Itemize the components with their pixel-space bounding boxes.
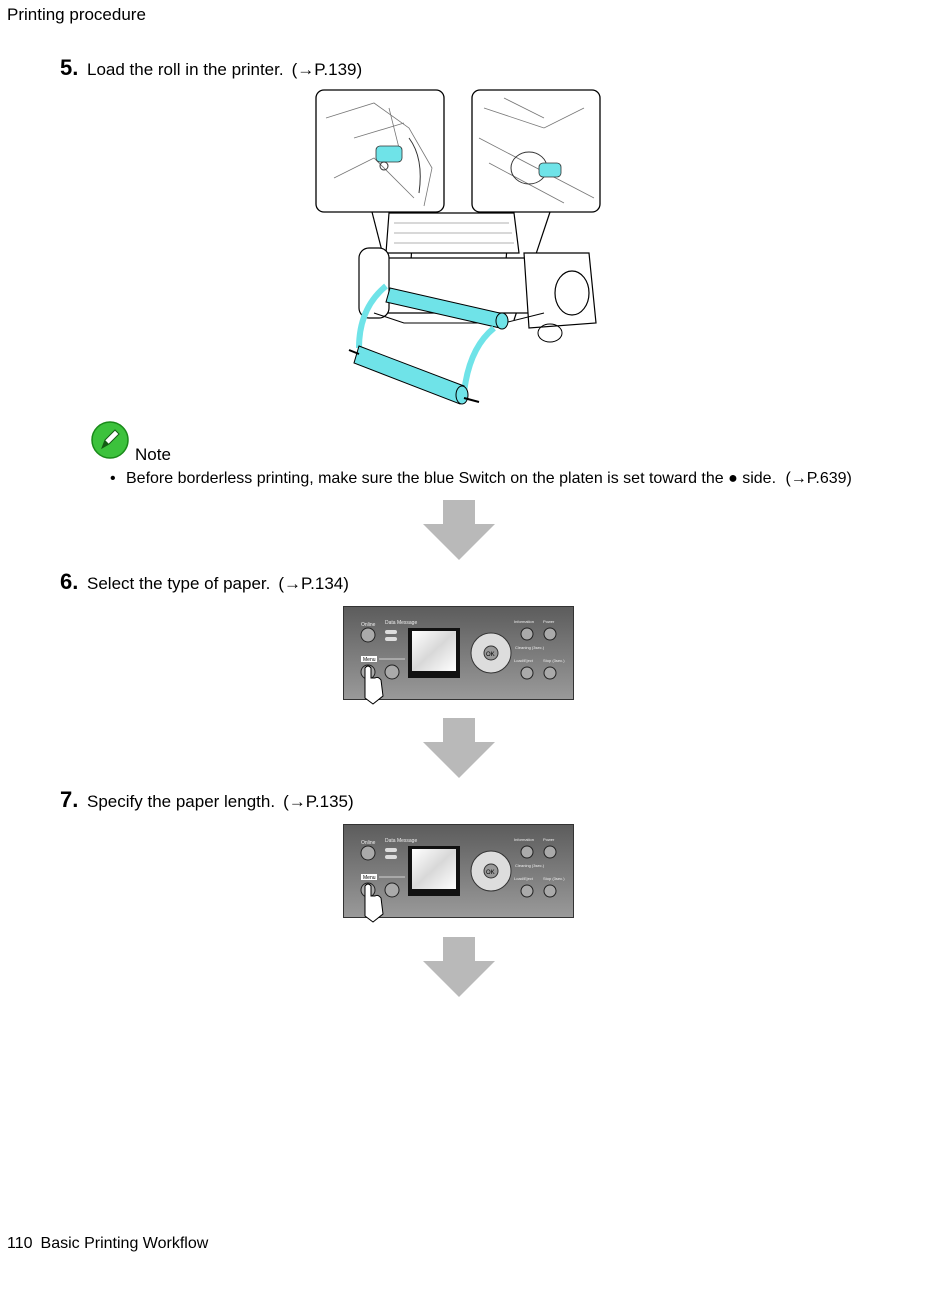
power-label: Power	[543, 837, 555, 842]
menu-label-box	[361, 874, 377, 880]
page-footer: 110 Basic Printing Workflow	[7, 1235, 208, 1253]
power-button[interactable]	[543, 845, 557, 859]
page-reference-link[interactable]: (→P.135)	[283, 792, 354, 811]
ok-button[interactable]	[483, 863, 499, 879]
information-button[interactable]	[520, 627, 534, 641]
note-label: Note	[135, 445, 171, 464]
page-reference-link[interactable]: (→P.134)	[278, 574, 349, 593]
note-text: Before borderless printing, make sure th…	[126, 470, 777, 487]
load-eject-label: Load/Eject	[514, 876, 534, 881]
page-number: 110	[7, 1235, 33, 1252]
step-6: 6. Select the type of paper. (→P.134)	[60, 569, 349, 595]
down-arrow-icon	[423, 500, 495, 560]
step-7: 7. Specify the paper length. (→P.135)	[60, 787, 354, 813]
load-eject-label: Load/Eject	[514, 658, 534, 663]
hand-pointer-icon	[364, 665, 384, 705]
information-label: Information	[514, 837, 534, 842]
data-message-label: Data Message	[385, 838, 417, 844]
hand-pointer-icon	[364, 883, 384, 923]
down-arrow-icon	[423, 718, 495, 778]
power-label: Power	[543, 619, 555, 624]
load-eject-button[interactable]	[520, 666, 534, 680]
ok-label: OK	[486, 870, 495, 876]
pencil-note-icon	[91, 421, 129, 459]
control-panel-illustration: Online Data Message Menu OK Information …	[343, 824, 574, 923]
information-button[interactable]	[520, 845, 534, 859]
menu-label: Menu	[363, 657, 376, 663]
menu-label-box	[361, 656, 377, 662]
page-header: Printing procedure	[7, 5, 146, 24]
control-panel-illustration: Online Data Message Menu OK Information …	[343, 606, 574, 705]
information-label: Information	[514, 619, 534, 624]
data-message-label: Data Message	[385, 620, 417, 626]
menu-label: Menu	[363, 875, 376, 881]
stop-label: Stop (3sec.)	[543, 658, 565, 663]
online-label: Online	[361, 840, 376, 846]
online-label: Online	[361, 622, 376, 628]
step-text: Specify the paper length.	[87, 792, 276, 811]
online-button[interactable]	[360, 627, 376, 643]
page-reference-link[interactable]: (→P.139)	[291, 60, 363, 79]
online-button[interactable]	[360, 845, 376, 861]
load-eject-button[interactable]	[520, 884, 534, 898]
step-text: Select the type of paper.	[87, 574, 271, 593]
stop-label: Stop (3sec.)	[543, 876, 565, 881]
step-number: 5.	[60, 55, 79, 80]
step-number: 6.	[60, 569, 79, 594]
bullet: •	[110, 470, 116, 487]
printer-roll-loading-illustration	[315, 89, 601, 405]
back-button[interactable]	[384, 882, 400, 898]
step-text: Load the roll in the printer.	[87, 60, 284, 79]
cleaning-label: Cleaning (3sec.)	[515, 863, 545, 868]
cleaning-label: Cleaning (3sec.)	[515, 645, 545, 650]
stop-button[interactable]	[543, 884, 557, 898]
chapter-title: Basic Printing Workflow	[40, 1235, 209, 1252]
ok-label: OK	[486, 652, 495, 658]
step-5: 5. Load the roll in the printer. (→P.139…	[60, 55, 362, 81]
down-arrow-icon	[423, 937, 495, 997]
page-reference-link[interactable]: (→P.639)	[785, 470, 852, 487]
ok-button[interactable]	[483, 645, 499, 661]
power-button[interactable]	[543, 627, 557, 641]
note-list-item: • Before borderless printing, make sure t…	[110, 470, 852, 488]
step-number: 7.	[60, 787, 79, 812]
back-button[interactable]	[384, 664, 400, 680]
stop-button[interactable]	[543, 666, 557, 680]
